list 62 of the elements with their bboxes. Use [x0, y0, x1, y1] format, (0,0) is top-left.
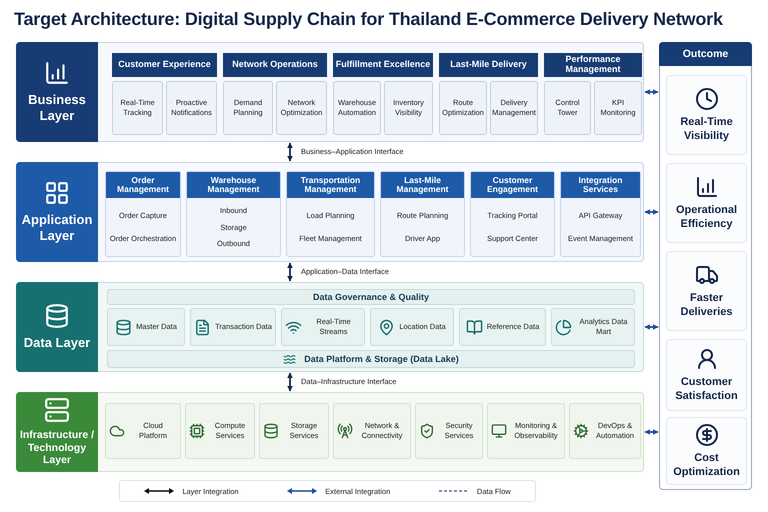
- outcome-card: [666, 417, 747, 485]
- module-header: Transportation Management: [287, 172, 374, 198]
- outcome-card: [666, 75, 747, 155]
- infrastructure-box: [487, 403, 565, 459]
- data-band: [107, 350, 635, 368]
- module-header: Order Management: [106, 172, 180, 198]
- outcome-label: Faster Deliveries: [680, 292, 734, 319]
- data-source-box: [551, 308, 635, 346]
- data-source-box: [370, 308, 454, 346]
- infrastructure-box: [259, 403, 329, 459]
- module-card: [560, 171, 641, 257]
- outcome-card: [666, 339, 747, 411]
- panel-header: Outcome: [659, 42, 752, 66]
- data-source-box: [107, 308, 185, 346]
- outcome-label: Operational Efficiency: [674, 204, 738, 231]
- infrastructure-box: [185, 403, 255, 459]
- layer-band: [16, 282, 644, 372]
- layer-band: [16, 162, 644, 262]
- double-arrow: [287, 372, 293, 392]
- data-source-box: [281, 308, 365, 346]
- module-header: Integration Services: [561, 172, 640, 198]
- outcome-card: [666, 251, 747, 331]
- infrastructure-box: [569, 403, 641, 459]
- group-header: Last-Mile Delivery: [439, 53, 538, 77]
- data-band: [107, 289, 635, 305]
- module-header: Customer Engagement: [471, 172, 554, 198]
- module-card: [470, 171, 555, 257]
- infrastructure-box: [415, 403, 483, 459]
- outcome-panel: [659, 42, 752, 490]
- module-card: [286, 171, 375, 257]
- layer-name: Business Layer: [27, 92, 87, 124]
- group-header: Performance Management: [544, 53, 642, 77]
- module-header: Warehouse Management: [187, 172, 280, 198]
- band-title: Data Governance & Quality: [312, 292, 430, 302]
- group-header: Customer Experience: [112, 53, 217, 77]
- double-arrow: [644, 429, 659, 435]
- double-arrow: [287, 142, 293, 162]
- layer-band: [16, 42, 644, 142]
- layer-name: Data Layer: [22, 335, 92, 351]
- band-title: Data Platform & Storage (Data Lake): [304, 354, 459, 364]
- infrastructure-box: [333, 403, 411, 459]
- outcome-label: Cost Optimization: [672, 452, 741, 479]
- diagram-title: Target Architecture: Digital Supply Chain for Thailand E-Commerce Delivery Network: [14, 9, 723, 30]
- layer-band: [16, 392, 644, 472]
- module-card: [105, 171, 181, 257]
- group-header: Network Operations: [223, 53, 327, 77]
- group-header: Fulfillment Excellence: [333, 53, 433, 77]
- module-card: [380, 171, 465, 257]
- outcome-card: [666, 163, 747, 243]
- outcome-label: Real-Time Visibility: [679, 116, 734, 143]
- outcome-label: Customer Satisfaction: [674, 376, 739, 403]
- data-source-box: [459, 308, 546, 346]
- double-arrow: [644, 89, 659, 95]
- double-arrow: [287, 262, 293, 282]
- module-card: [186, 171, 281, 257]
- infrastructure-box: [105, 403, 181, 459]
- double-arrow: [644, 209, 659, 215]
- layer-name: Infrastructure / Technology Layer: [18, 429, 96, 467]
- data-source-box: [190, 308, 276, 346]
- layer-name: Application Layer: [20, 212, 94, 244]
- module-header: Last-Mile Management: [381, 172, 464, 198]
- double-arrow: [644, 324, 659, 330]
